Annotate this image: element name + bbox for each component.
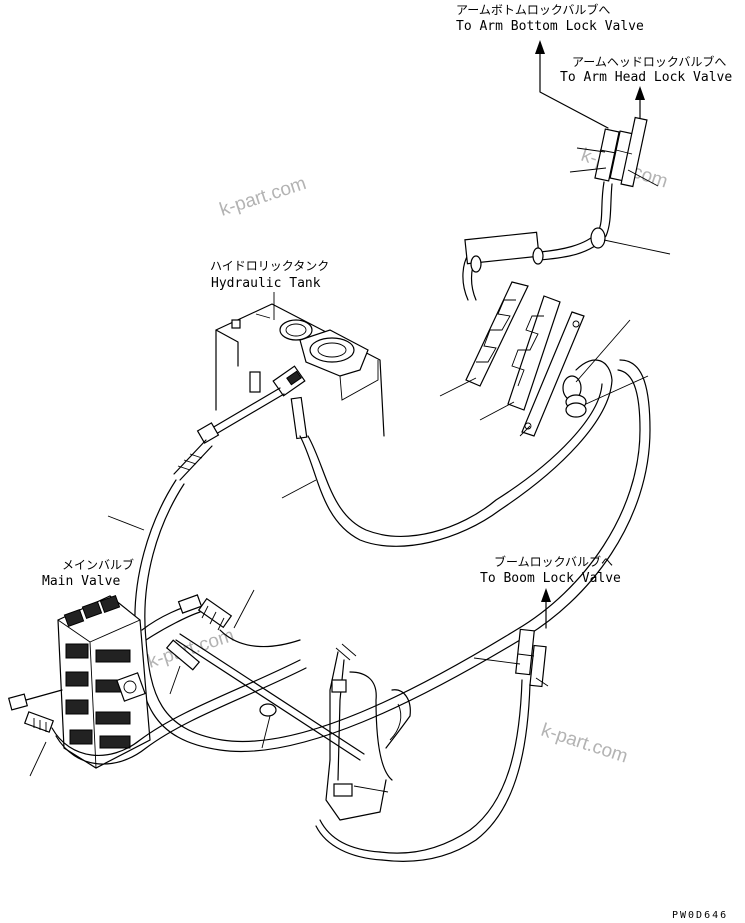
- tank-pipe: [290, 359, 613, 547]
- leader-lines-top: [569, 147, 671, 255]
- boom-hose-fittings: [515, 628, 547, 688]
- hydraulic-tank-label-jp: ハイドロリックタンク: [210, 259, 329, 273]
- hose-clamp: [464, 227, 606, 273]
- arm-head-arrow: [635, 86, 645, 121]
- tank-fitting: [272, 365, 306, 397]
- drawing-code: PW0D646: [672, 910, 728, 921]
- arm-bottom-arrow: [535, 40, 609, 129]
- leader-lines-main-valve: [29, 479, 317, 777]
- boom-hoses: [315, 679, 531, 862]
- clamp-plate: [521, 311, 585, 437]
- grommet: [562, 375, 587, 418]
- clamp-block-1: [465, 281, 529, 387]
- hydraulic-tank: [215, 303, 385, 437]
- arm-head-label-en: To Arm Head Lock Valve: [560, 70, 732, 85]
- watermark: k-part.com: [217, 173, 309, 221]
- main-valve-label-jp: メインバルブ: [62, 557, 134, 572]
- clamp-block-2: [507, 295, 561, 411]
- boom-lock-label-jp: ブームロックバルブへ: [494, 554, 613, 569]
- leader-lines-clamps: [439, 319, 649, 437]
- arm-bottom-label-en: To Arm Bottom Lock Valve: [456, 19, 644, 34]
- watermark: k-part.com: [538, 720, 630, 768]
- boom-lock-label-en: To Boom Lock Valve: [480, 571, 621, 586]
- main-valve-fittings: [165, 594, 233, 671]
- boom-structure: [325, 643, 411, 821]
- arm-head-label-jp: アームヘッドロックバルブへ: [572, 54, 726, 69]
- arm-bottom-label-jp: アームボトムロックバルブへ: [456, 2, 610, 17]
- boom-lock-arrow: [541, 588, 551, 629]
- main-valve-hoses: [51, 603, 307, 765]
- rod-pipe: [175, 633, 365, 761]
- leader-lines-boom: [353, 657, 549, 793]
- tank-hose: [173, 387, 285, 481]
- main-valve: [57, 594, 151, 769]
- main-valve-left-fitting: [7, 689, 63, 733]
- hydraulic-tank-label-en: Hydraulic Tank: [211, 276, 321, 291]
- main-valve-label-en: Main Valve: [42, 574, 120, 589]
- arm-hose-fittings: [594, 116, 648, 188]
